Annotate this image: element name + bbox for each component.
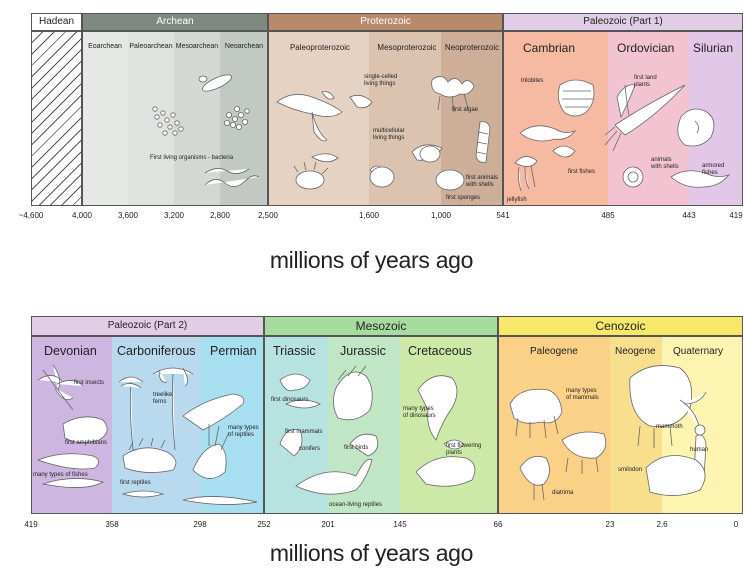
note-first-reptiles: first reptiles [120,480,151,487]
bottom-tick-298: 298 [193,520,206,529]
top-tick-1000: 1,000 [431,211,451,220]
top-tick-485: 485 [601,211,614,220]
mesozoic-organisms-illustration [266,360,496,512]
note-first-animals-shells: first animals with shells [466,175,498,189]
note-first-mammals: first mammals [285,429,322,436]
note-conifers: conifers [299,446,320,453]
note-treelike-ferns: treelike ferns [153,392,172,406]
hadean-panel [31,31,82,206]
era-eoarchean-label: Eoarchean [82,43,128,50]
top-tick-3600: 3,600 [118,211,138,220]
period-quaternary-label: Quaternary [673,346,723,357]
era-paleoproterozoic-label: Paleoproterozoic [270,43,370,52]
eon-archean-header: Archean [82,13,268,31]
top-tick-4600: ~4,600 [19,211,44,220]
period-jurassic-label: Jurassic [340,344,386,358]
period-permian-label: Permian [210,344,257,358]
eon-cenozoic-header: Cenozoic [498,316,743,336]
period-cambrian-label: Cambrian [523,41,575,55]
note-many-fishes: many types of fishes [33,472,88,479]
top-tick-2800: 2,800 [210,211,230,220]
bottom-tick-0: 0 [734,520,738,529]
top-tick-2500: 2,500 [258,211,278,220]
top-tick-3200: 3,200 [164,211,184,220]
era-paleoarchean-label: Paleoarchean [128,43,174,50]
top-tick-541: 541 [496,211,509,220]
note-first-dinosaurs: first dinosaurs [271,397,308,404]
era-neoarchean-label: Neoarchean [220,43,268,50]
note-animals-with-shells: animals with shells [651,157,679,171]
note-first-flowering: first flowering plants [446,443,481,457]
era-neoproterozoic-label: Neoproterozoic [441,43,503,52]
note-many-dinosaurs: many types of dinosaurs [403,406,436,420]
bottom-tick-66: 66 [494,520,503,529]
eon-paleozoic2-header: Paleozoic (Part 2) [31,316,264,336]
period-triassic-label: Triassic [273,344,316,358]
top-tick-4000: 4,000 [72,211,92,220]
eon-mesozoic-header: Mesozoic [264,316,498,336]
note-first-amphibians: first amphibians [65,440,107,447]
note-first-land-plants: first land plants [634,75,657,89]
bottom-tick-2-6: 2.6 [656,520,667,529]
bottom-tick-201: 201 [321,520,334,529]
note-first-fishes: first fishes [568,169,595,176]
era-mesoproterozoic-label: Mesoproterozoic [372,43,442,52]
note-smilodon: smilodon [618,467,642,474]
period-neogene-label: Neogene [615,346,656,357]
note-trilobites: trilobites [521,78,543,85]
top-tick-419: 419 [729,211,742,220]
note-first-algae: first algae [452,107,478,114]
note-first-bacteria: First living organisms - bacteria [150,155,233,162]
period-silurian-label: Silurian [693,41,733,55]
note-first-insects: first insects [74,380,104,387]
eon-paleozoic1-header: Paleozoic (Part 1) [503,13,743,31]
eon-proterozoic-header: Proterozoic [268,13,503,31]
period-paleogene-label: Paleogene [530,346,578,357]
cenozoic-organisms-illustration [500,360,741,512]
note-jellyfish: jellyfish [507,197,527,204]
note-mammoth: mammoth [656,424,683,431]
top-axis-title: millions of years ago [0,247,743,274]
bottom-tick-419: 419 [24,520,37,529]
period-devonian-label: Devonian [44,344,97,358]
bacteria-illustration [145,65,265,195]
note-diatrima: diatrima [552,490,573,497]
period-carboniferous-label: Carboniferous [117,344,196,358]
bottom-tick-145: 145 [393,520,406,529]
note-many-reptiles: many types of reptiles [228,425,259,439]
period-cretaceous-label: Cretaceous [408,344,472,358]
period-ordovician-label: Ordovician [617,41,674,55]
bottom-tick-358: 358 [105,520,118,529]
note-many-mammals: many types of mammals [566,388,599,402]
bottom-axis-title: millions of years ago [0,540,743,567]
top-tick-1600: 1,600 [359,211,379,220]
note-human: human [690,447,708,454]
note-ocean-reptiles: ocean-living reptiles [329,502,382,509]
top-tick-443: 443 [682,211,695,220]
era-mesoarchean-label: Mesoarchean [174,43,220,50]
bottom-tick-23: 23 [606,520,615,529]
note-first-birds: first birds [344,445,368,452]
note-multicellular: multicellular living things [373,128,405,142]
note-armored-fishes: armored fishes [702,163,724,177]
note-first-sponges: first sponges [446,195,480,202]
eoarchean-panel [82,31,128,206]
bottom-tick-252: 252 [257,520,270,529]
eon-hadean-header: Hadean [31,13,82,31]
note-single-celled: single-celled living things [364,74,397,88]
